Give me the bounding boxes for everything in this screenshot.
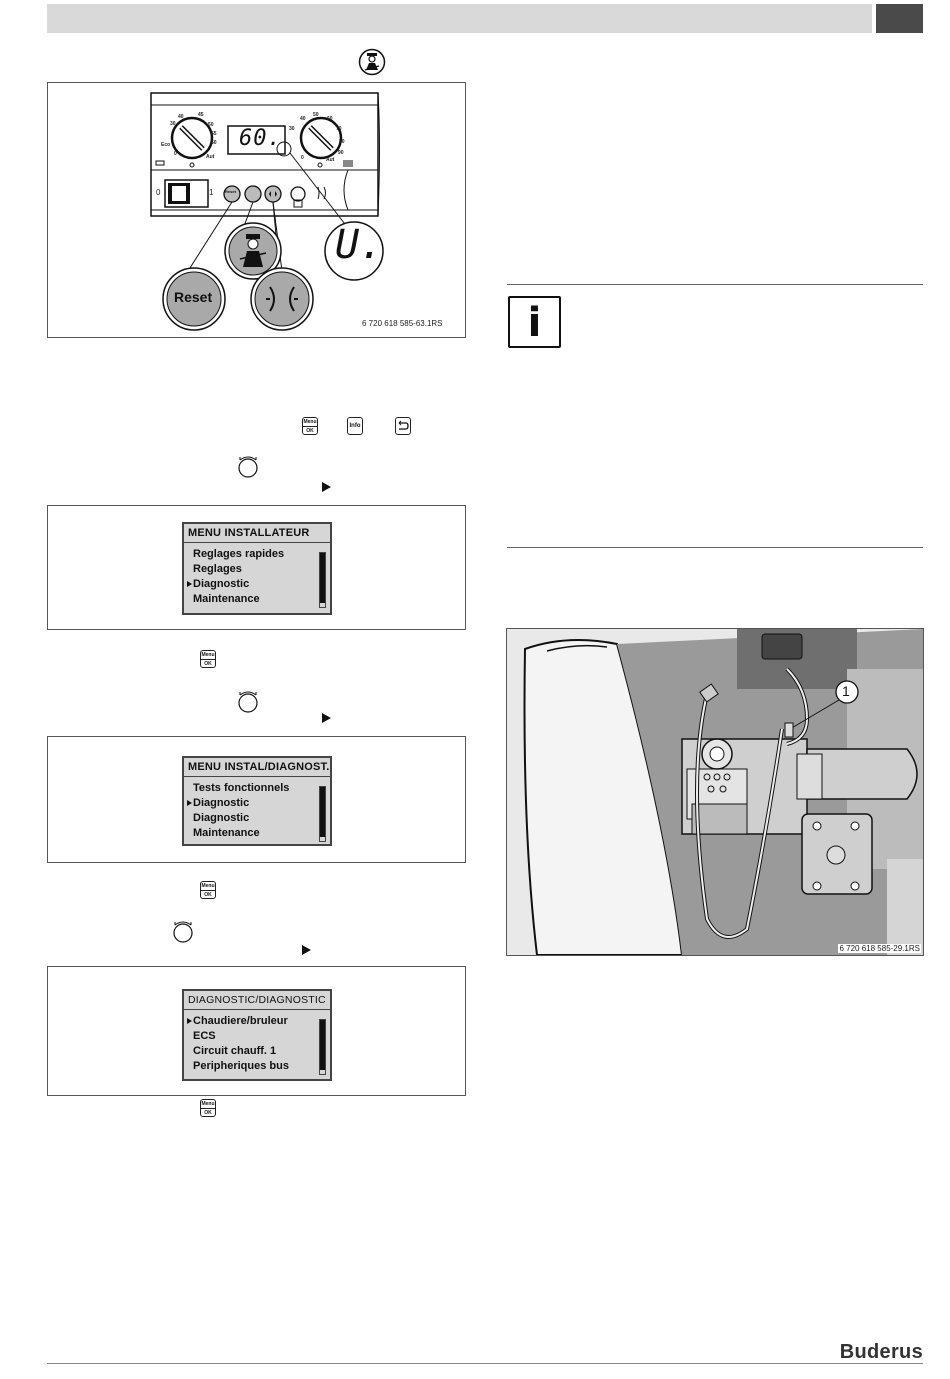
lcd-menu-item-selected: Diagnostic <box>184 796 330 811</box>
lcd-menu-item: Tests fonctionnels <box>193 782 290 794</box>
info-top-rule <box>507 284 923 285</box>
lcd-scrollbar <box>319 552 326 608</box>
lcd-menu-item: Reglages <box>193 563 242 575</box>
left-dial-number: 45 <box>198 112 204 118</box>
info-key-icon: Info <box>347 417 363 435</box>
rotary-knob-icon <box>238 691 258 713</box>
lcd-menu-item: Diagnostic <box>193 812 250 824</box>
left-dial-number: 40 <box>178 114 184 120</box>
lcd-scrollbar <box>319 786 326 842</box>
lcd-menu-item-selected: Diagnostic <box>184 577 330 592</box>
left-dial-number: 50 <box>208 122 214 128</box>
right-dial-number: 0 <box>301 155 304 161</box>
lcd-title: MENU INSTAL/DIAGNOST. <box>184 758 330 777</box>
left-dial-number: Aut <box>206 154 215 160</box>
menu-figure-2: MENU INSTAL/DIAGNOST. Tests fonctionnels… <box>47 736 466 863</box>
page-number-box <box>876 4 923 33</box>
back-key-icon <box>395 417 411 435</box>
brand-logo: Buderus <box>839 1341 923 1363</box>
right-dial-number: 50 <box>313 112 319 118</box>
right-dial-number: 90 <box>338 150 344 156</box>
lcd-menu-item: Circuit chauff. 1 <box>193 1045 277 1057</box>
control-panel-figure: 30 40 45 50 55 60 Eco 0 Aut 30 40 50 60 … <box>47 82 466 338</box>
gas-valve-drawing <box>507 629 923 955</box>
lcd-menu-item: Reglages rapides <box>193 548 285 560</box>
left-dial-number: 30 <box>170 121 176 127</box>
rotary-knob-icon <box>238 456 258 478</box>
right-dial-number: 70 <box>336 126 342 132</box>
right-dial-number: 80 <box>339 139 345 145</box>
control-panel-drawing <box>150 92 384 331</box>
boiler-display: 60. <box>239 126 282 151</box>
arrow-right-icon <box>302 945 311 955</box>
lcd-title: DIAGNOSTIC/DIAGNOSTIC <box>184 991 330 1010</box>
lcd-menu-item: Peripheriques bus <box>193 1060 289 1072</box>
figure-caption: 6 720 618 585-63.1RS <box>362 319 443 328</box>
lcd-menu-installateur: MENU INSTALLATEUR Reglages rapides Regla… <box>182 522 332 615</box>
lcd-menu-item: Maintenance <box>193 827 260 839</box>
left-dial-number: 55 <box>211 131 217 137</box>
lcd-menu-instal-diagnost: MENU INSTAL/DIAGNOST. Tests fonctionnels… <box>182 756 332 846</box>
footer-rule <box>47 1363 923 1364</box>
lcd-menu-item-selected: Chaudiere/bruleur <box>184 1014 330 1029</box>
menu-figure-1: MENU INSTALLATEUR Reglages rapides Regla… <box>47 505 466 630</box>
lcd-menu-item: ECS <box>193 1030 216 1042</box>
arrow-right-icon <box>322 482 331 492</box>
lcd-scrollbar <box>319 1019 326 1075</box>
left-dial-number: 0 <box>174 151 177 157</box>
header-bar <box>47 4 872 33</box>
right-dial-number: 30 <box>289 126 295 132</box>
lcd-menu-item: Maintenance <box>193 593 260 605</box>
switch-off-label: 0 <box>156 188 161 197</box>
reset-button: Reset <box>174 289 213 305</box>
lcd-diagnostic-menu: DIAGNOSTIC/DIAGNOSTIC Chaudiere/bruleur … <box>182 989 332 1081</box>
left-dial-number: 60 <box>211 140 217 146</box>
chimney-sweep-icon <box>358 48 386 76</box>
right-dial-number: Aut <box>326 157 335 163</box>
small-reset-button: Reset <box>225 189 236 194</box>
left-dial-number: Eco <box>161 142 171 148</box>
switch-on-label: 1 <box>209 188 214 197</box>
right-dial-number: 40 <box>300 116 306 122</box>
info-icon: i <box>508 296 561 348</box>
gas-valve-photo: 1 6 720 618 585-29.1RS <box>506 628 924 956</box>
lcd-title: MENU INSTALLATEUR <box>184 524 330 543</box>
info-bottom-rule <box>507 547 923 548</box>
callout-number: 1 <box>842 683 850 699</box>
photo-caption: 6 720 618 585-29.1RS <box>838 944 921 953</box>
zoomed-display: U. <box>335 222 384 268</box>
arrow-right-icon <box>322 713 331 723</box>
menu-figure-3: DIAGNOSTIC/DIAGNOSTIC Chaudiere/bruleur … <box>47 966 466 1096</box>
right-dial-number: 60 <box>327 116 333 122</box>
rotary-knob-icon <box>173 921 193 943</box>
